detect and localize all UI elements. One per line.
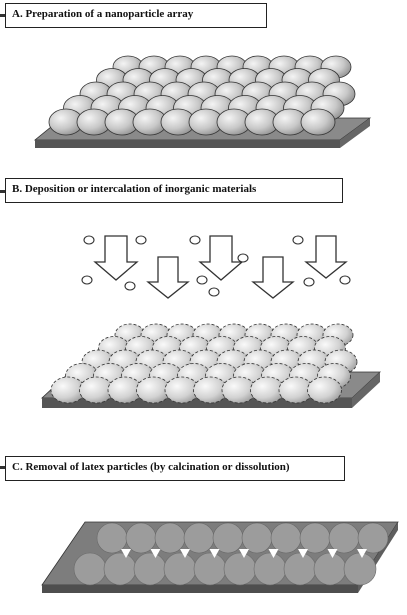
particle (135, 235, 147, 245)
edge-mark (0, 14, 5, 17)
sphere-layer-a (48, 55, 356, 136)
interstitial-void (239, 549, 249, 558)
particle (237, 253, 249, 263)
down-arrow (304, 235, 348, 279)
sphere-layer-b (50, 323, 358, 404)
particle (189, 235, 201, 245)
particle (339, 275, 351, 285)
pore (103, 552, 137, 586)
panel-b-array (40, 323, 382, 408)
edge-mark (0, 466, 5, 469)
interstitial-void (298, 549, 308, 558)
substrate-a-side (35, 140, 340, 148)
pore (223, 552, 257, 586)
particle (83, 235, 95, 245)
particle (81, 275, 93, 285)
particle (208, 287, 220, 297)
pore (73, 552, 107, 586)
pore (253, 552, 287, 586)
down-arrow (93, 235, 139, 281)
panel-a-array (33, 55, 372, 148)
pore (125, 522, 157, 554)
pore (212, 522, 244, 554)
panel-c-label: C. Removal of latex particles (by calcin… (5, 456, 345, 481)
pore (357, 522, 389, 554)
pore (299, 522, 331, 554)
inorganic-particles (81, 235, 351, 297)
interstitial-void (121, 549, 131, 558)
pore (183, 522, 215, 554)
edge-mark (0, 190, 5, 193)
pore (193, 552, 227, 586)
panel-b-label: B. Deposition or intercalation of inorga… (5, 178, 343, 203)
panel-c-array (41, 521, 399, 593)
interstitial-void (357, 549, 367, 558)
interstitial-void (180, 549, 190, 558)
down-arrow (146, 256, 190, 299)
pore (283, 552, 317, 586)
pore (163, 552, 197, 586)
particle (292, 235, 304, 245)
panel-a-label: A. Preparation of a nanoparticle array (5, 3, 267, 28)
pore-layer-c (73, 522, 389, 586)
interstitial-void (327, 549, 338, 558)
pore (343, 552, 377, 586)
latex-sphere (300, 108, 336, 136)
particle (196, 275, 208, 285)
particle (124, 281, 136, 291)
interstitial-void (150, 549, 161, 558)
substrate-a-end (340, 118, 370, 148)
down-arrow (251, 256, 295, 299)
latex-sphere (307, 376, 342, 404)
particle (303, 277, 315, 287)
pore (154, 522, 186, 554)
interstitial-void (209, 549, 220, 558)
pore (270, 522, 302, 554)
pore (241, 522, 273, 554)
substrate-c-side (42, 585, 358, 593)
substrate-b-end (352, 372, 380, 408)
pore (328, 522, 360, 554)
pore (313, 552, 347, 586)
pore (133, 552, 167, 586)
panel-b-arrows (93, 235, 348, 299)
down-arrow (198, 235, 244, 281)
interstitial-void (268, 549, 279, 558)
pore (96, 522, 128, 554)
